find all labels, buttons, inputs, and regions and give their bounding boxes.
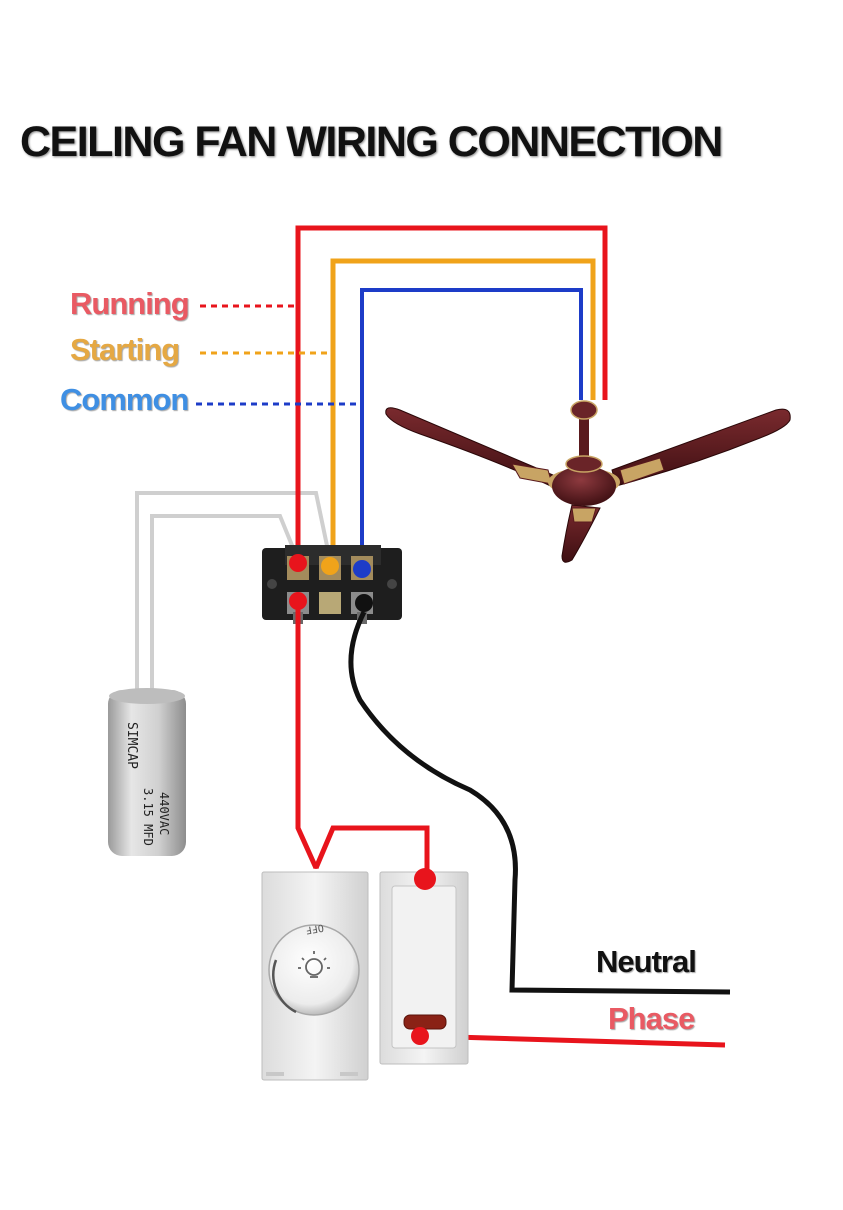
fan-motor-top (565, 455, 603, 473)
regulator-screw-right (340, 1072, 358, 1076)
starting-wire (330, 258, 596, 565)
terminal-bottom-screw-2 (319, 592, 341, 614)
capacitor: SIMCAP 3.15 MFD 440VAC (108, 688, 186, 856)
capacitor-body (108, 690, 186, 856)
capacitor-lead-outer (135, 491, 332, 690)
starting-label: Starting (70, 332, 180, 367)
phase-terminal-dot (289, 592, 307, 610)
terminal-mount-left (267, 579, 277, 589)
regulator-scale-arc (272, 959, 297, 1014)
diagram-title: CEILING FAN WIRING CONNECTION (20, 118, 723, 166)
ceiling-fan (385, 400, 791, 563)
regulator-to-switch-wire (313, 825, 430, 878)
running-terminal-dot (289, 554, 307, 572)
starting-terminal-dot (321, 557, 339, 575)
capacitor-leads (135, 491, 332, 690)
switch-indicator-light (403, 1014, 447, 1030)
terminal-mount-right (387, 579, 397, 589)
fan-blade-bracket-bottom (571, 507, 597, 523)
bulb-icon (298, 951, 330, 978)
switch-output-dot (411, 1027, 429, 1045)
neutral-label: Neutral (596, 944, 697, 979)
capacitor-label-block: SIMCAP 3.15 MFD 440VAC (124, 722, 171, 846)
capacitor-voltage: 440VAC (157, 792, 171, 835)
regulator-knob[interactable] (268, 924, 360, 1016)
regulator-off-marker: OFF (305, 921, 325, 935)
neutral-terminal-dot (355, 594, 373, 612)
regulator-input-dot (313, 863, 319, 869)
capacitor-lead-inner (150, 514, 300, 690)
running-wire (295, 225, 608, 562)
fan-canopy (570, 400, 598, 420)
fan-blade-bracket-right (619, 457, 665, 485)
common-wire (360, 288, 583, 568)
fan-regulator: OFF (261, 863, 369, 1081)
fan-motor-housing (552, 466, 616, 506)
common-terminal-dot (353, 560, 371, 578)
capacitor-brand: SIMCAP (124, 722, 139, 769)
common-label: Common (60, 382, 189, 417)
terminal-to-regulator-wire (295, 603, 319, 870)
fan-blade-bracket-left (511, 463, 553, 485)
terminal-block (262, 545, 402, 624)
running-label: Running (70, 286, 190, 321)
fan-downrod (579, 415, 589, 457)
neutral-wire (348, 610, 731, 995)
switch-input-dot (414, 868, 436, 890)
phase-label: Phase (608, 1001, 695, 1036)
phase-wire (419, 1033, 726, 1048)
regulator-screw-left (266, 1072, 284, 1076)
capacitor-rating: 3.15 MFD (141, 788, 155, 846)
capacitor-cap (109, 688, 185, 704)
fan-switch (379, 868, 469, 1065)
